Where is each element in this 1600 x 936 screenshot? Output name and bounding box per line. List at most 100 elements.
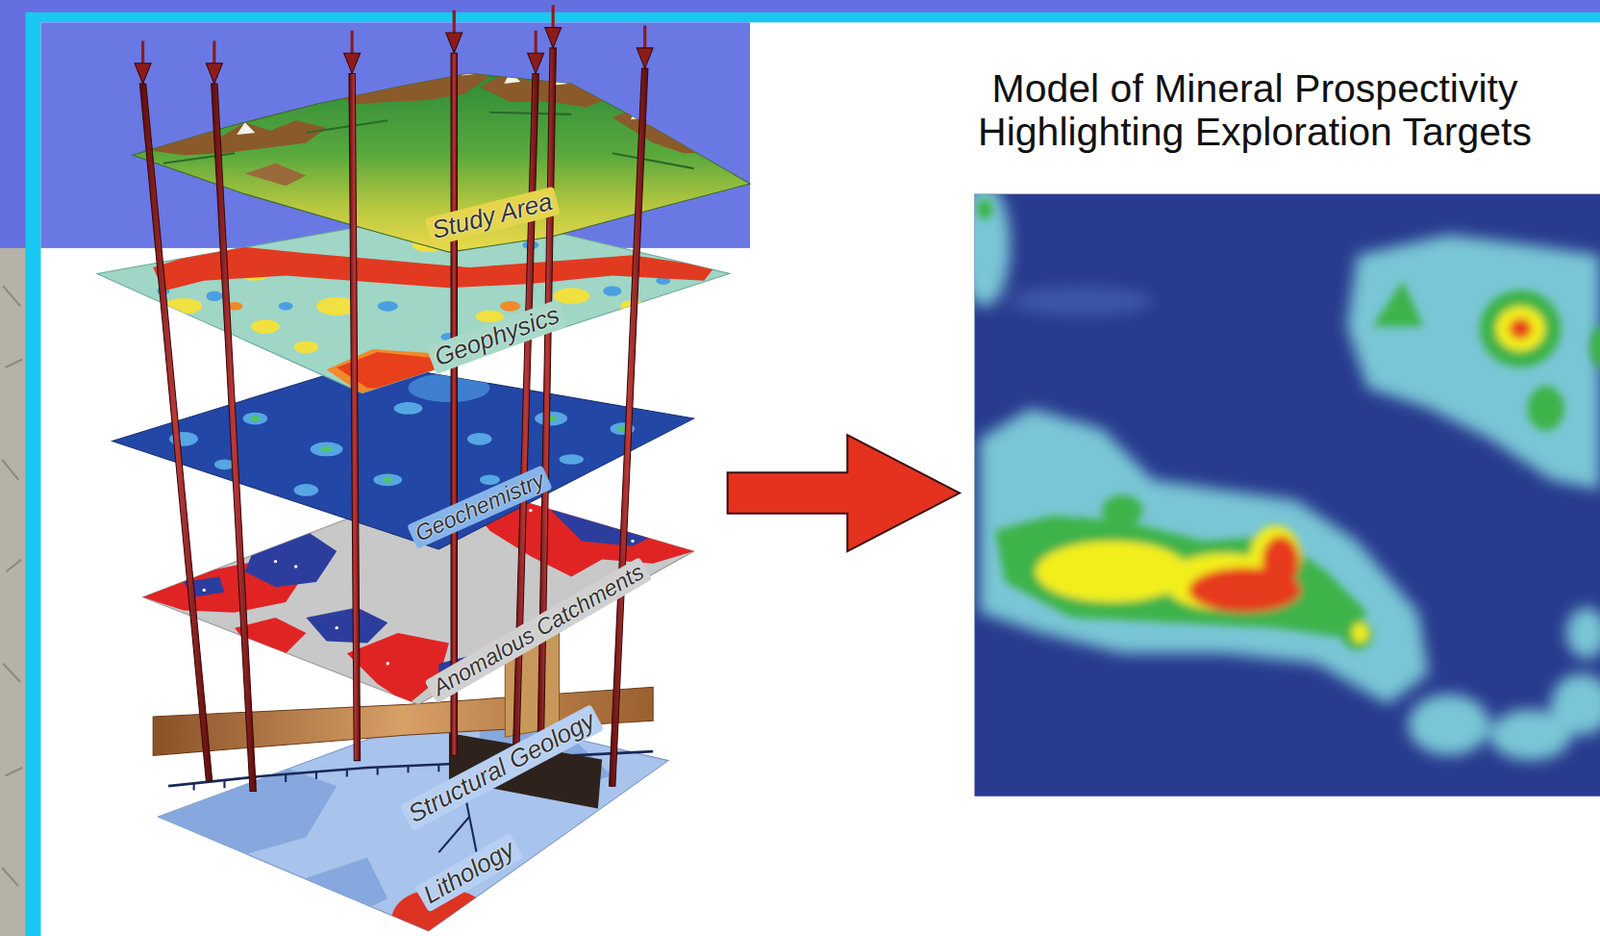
drill-rods-part-part — [534, 30, 538, 57]
flow-arrow — [727, 434, 960, 551]
prospectivity-heatmap-part — [974, 194, 1600, 797]
data-layer: Study Area — [132, 69, 750, 255]
prospectivity-heatmap-part-part — [976, 199, 1600, 650]
geochemistry-layer-part-part-part — [243, 412, 268, 425]
terrain-surface-part-part — [612, 106, 715, 153]
prospectivity-heatmap-part-part-part — [979, 407, 1429, 704]
geochemistry-layer-part-part-part — [394, 401, 424, 415]
drill-rods-part-part — [134, 63, 151, 84]
anomalous-catchments-layer-part-part-part — [202, 588, 206, 592]
geophysics-layer-part-part-part — [278, 301, 294, 310]
prospectivity-heatmap-part-part-part — [1342, 619, 1374, 650]
geophysics-layer-part-part — [500, 300, 521, 312]
geochemistry-layer-part-part-part — [250, 415, 261, 422]
prospectivity-heatmap-part-part-part — [1101, 495, 1143, 526]
drill-rods-part-part — [211, 83, 257, 791]
drill-rods-part-part — [349, 73, 361, 760]
prospectivity-map: Model of Mineral Prospectivity Highlight… — [966, 57, 1600, 797]
slide-background-part — [1, 285, 23, 886]
terrain-surface-part-part — [479, 71, 613, 107]
prospectivity-heatmap-part-part-part — [1566, 606, 1600, 658]
geochemistry-layer — [112, 362, 695, 550]
prospectivity-heatmap-part-part-part — [1372, 280, 1424, 327]
layer-label: Structural Geology — [400, 703, 605, 831]
prospectivity-heatmap-part-part-part — [1351, 622, 1369, 643]
anomalous-catchments-layer-part-part-part — [335, 625, 339, 629]
slide-background-part — [0, 248, 26, 936]
terrain-surface-part-part — [236, 63, 650, 135]
geophysics-layer-part-part-part — [602, 285, 622, 297]
anomalous-catchments-layer-part-part-part — [294, 564, 298, 568]
terrain-surface-part-part — [152, 120, 326, 155]
geochemistry-layer-part-part-part — [382, 476, 394, 483]
prospectivity-heatmap-part-part-part — [1262, 535, 1300, 587]
drill-rods-part-part — [446, 32, 463, 53]
geophysics-layer-part-part-part — [377, 300, 399, 312]
prospectivity-heatmap-part-part-part — [1550, 673, 1600, 735]
geochemistry-layer-part-part — [407, 373, 490, 402]
data-layer: Anomalous Catchments — [143, 477, 695, 707]
drill-rods-part-part — [141, 40, 145, 67]
drill-rods-part-part — [512, 73, 540, 775]
drill-rods-part-part — [527, 52, 545, 74]
geochemistry-layer-part-part-part — [294, 483, 319, 497]
anomalous-catchments-layer-part-part-part — [274, 559, 277, 563]
geophysics-layer-part-part-part — [250, 319, 280, 334]
anomalous-catchments-layer-part-part — [245, 530, 338, 587]
drill-rods-part-part — [609, 68, 649, 786]
geochemistry-layer-part-part-part — [467, 432, 492, 446]
geophysics-layer-part-part-part — [165, 298, 202, 315]
prospectivity-heatmap-part-part-part — [1035, 540, 1189, 602]
drill-rods-part-part — [551, 4, 555, 31]
geophysics-layer-part-part-part — [205, 290, 223, 301]
layer-label: Geochemistry — [406, 465, 553, 550]
terrain-surface-part-part-part — [236, 122, 255, 135]
geochemistry-layer-part-part-part — [320, 446, 333, 452]
layer-label: Geophysics — [425, 299, 568, 375]
lithology-layer-part-part — [305, 856, 388, 913]
terrain-surface-part — [152, 61, 715, 186]
prospectivity-heatmap-part-part-part — [1496, 305, 1546, 351]
layer-label: Study Area — [424, 186, 560, 247]
prospectivity-heatmap-part-part-part — [1010, 286, 1154, 316]
geophysics-layer-part-part — [152, 245, 715, 292]
drill-rods-part-part — [344, 52, 361, 74]
drill-rods-part-part — [636, 48, 653, 69]
prospectivity-heatmap-part-part-part — [974, 194, 1010, 307]
terrain-surface-part-part-part — [461, 63, 480, 76]
data-layer: Lithology — [157, 703, 669, 933]
data-layer: Geochemistry — [112, 360, 695, 551]
geochemistry-layer-part-part-part — [310, 442, 344, 457]
geochemistry-layer-part — [112, 362, 695, 550]
geochemistry-layer-part-part-part — [479, 474, 500, 485]
anomalous-catchments-layer-part-part — [550, 504, 664, 546]
prospectivity-heatmap-part-part-part — [1347, 234, 1600, 490]
map-heading: Model of Mineral Prospectivity Highlight… — [947, 67, 1563, 154]
prospectivity-heatmap-part-part-part — [976, 199, 994, 220]
layer-label: Anomalous Catchments — [425, 556, 653, 703]
prospectivity-heatmap-part — [974, 194, 1600, 761]
data-layer: Geophysics — [97, 206, 730, 395]
drill-rods-part-part — [205, 63, 223, 84]
drill-rods-part-part — [350, 30, 354, 57]
prospectivity-heatmap-part-part-part — [1589, 326, 1600, 368]
lithology-layer-part-part — [157, 767, 337, 857]
anomalous-catchments-layer-part-part-part — [528, 508, 532, 512]
drill-rods-part-part — [139, 83, 212, 781]
anomalous-catchments-layer-part-part-part — [610, 524, 614, 527]
prospectivity-heatmap-part-part-part — [1509, 318, 1532, 339]
drill-rods-part-part — [643, 25, 647, 52]
anomalous-catchments-layer-part-part-part — [386, 661, 390, 665]
fault-lines-part — [194, 764, 440, 791]
drill-rods — [134, 4, 653, 791]
prospectivity-heatmap-part-part-part — [1407, 694, 1490, 756]
drill-rods-part-part — [450, 52, 457, 755]
drill-rods-part — [134, 4, 653, 791]
geochemistry-layer-part-part-part — [534, 411, 568, 426]
layer-label: Lithology — [414, 832, 525, 913]
anomalous-catchments-layer-part-part — [305, 606, 388, 643]
